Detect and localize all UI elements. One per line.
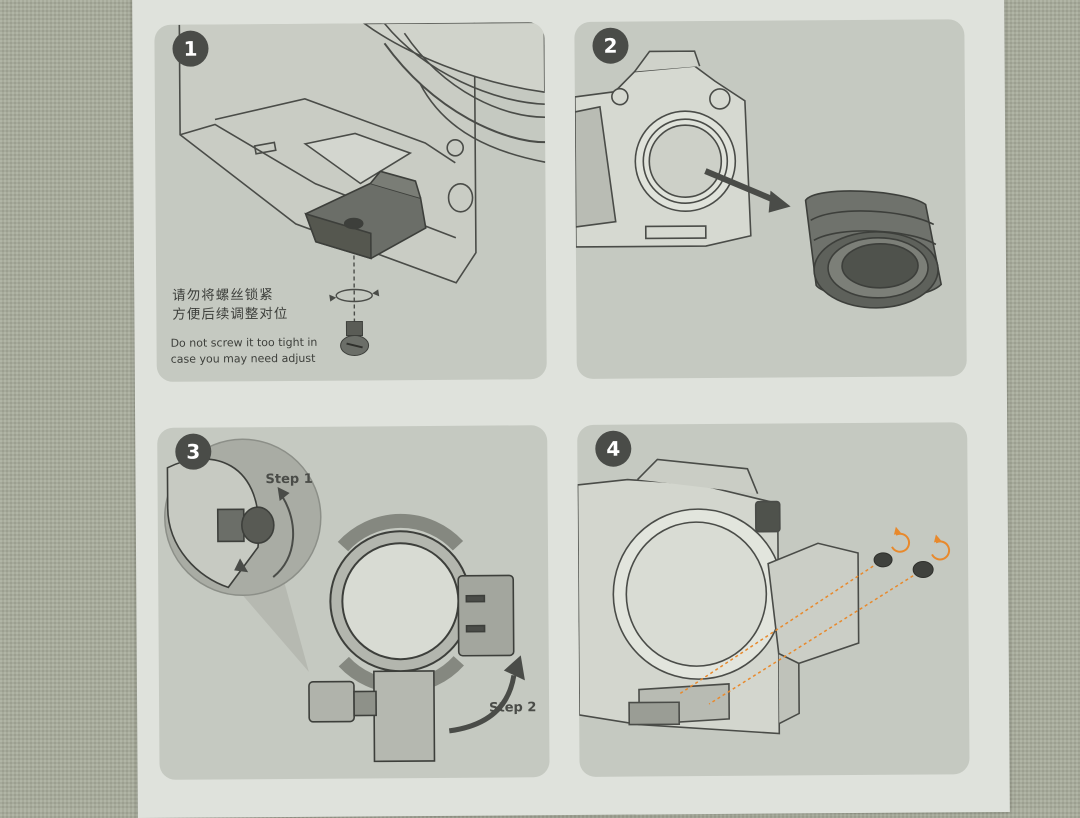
step-number-badge: 2: [592, 28, 628, 64]
note-cn-line-2: 方便后续调整对位: [172, 305, 288, 325]
step-number-badge: 4: [595, 431, 631, 467]
lens-removal-illustration: [574, 19, 966, 379]
note-en-line-2: case you may need adjust: [171, 351, 341, 368]
step-4-panel: 4: [577, 422, 969, 777]
camera-bottom-plate-illustration: [154, 22, 546, 382]
screw-note-english: Do not screw it too tight in case you ma…: [171, 335, 341, 368]
step-2-label: Step 2: [489, 700, 536, 715]
screw-note-chinese: 请勿将螺丝锁紧 方便后续调整对位: [172, 286, 288, 325]
step-1-panel: 1 请勿将螺丝锁紧 方便后续调整对位 Do not screw it too t…: [154, 22, 546, 382]
step-2-panel: 2: [574, 19, 966, 379]
collar-adjust-illustration: [157, 425, 549, 780]
note-cn-line-1: 请勿将螺丝锁紧: [172, 286, 288, 306]
step-3-panel: 3 Step 1 Step 2: [157, 425, 549, 780]
note-en-line-1: Do not screw it too tight in: [171, 335, 341, 352]
instruction-sheet: 1 请勿将螺丝锁紧 方便后续调整对位 Do not screw it too t…: [132, 0, 1010, 818]
step-1-label: Step 1: [265, 472, 312, 487]
step-number-badge: 3: [175, 434, 211, 470]
mount-bracket-screws-illustration: [577, 422, 969, 777]
step-number-badge: 1: [172, 31, 208, 67]
